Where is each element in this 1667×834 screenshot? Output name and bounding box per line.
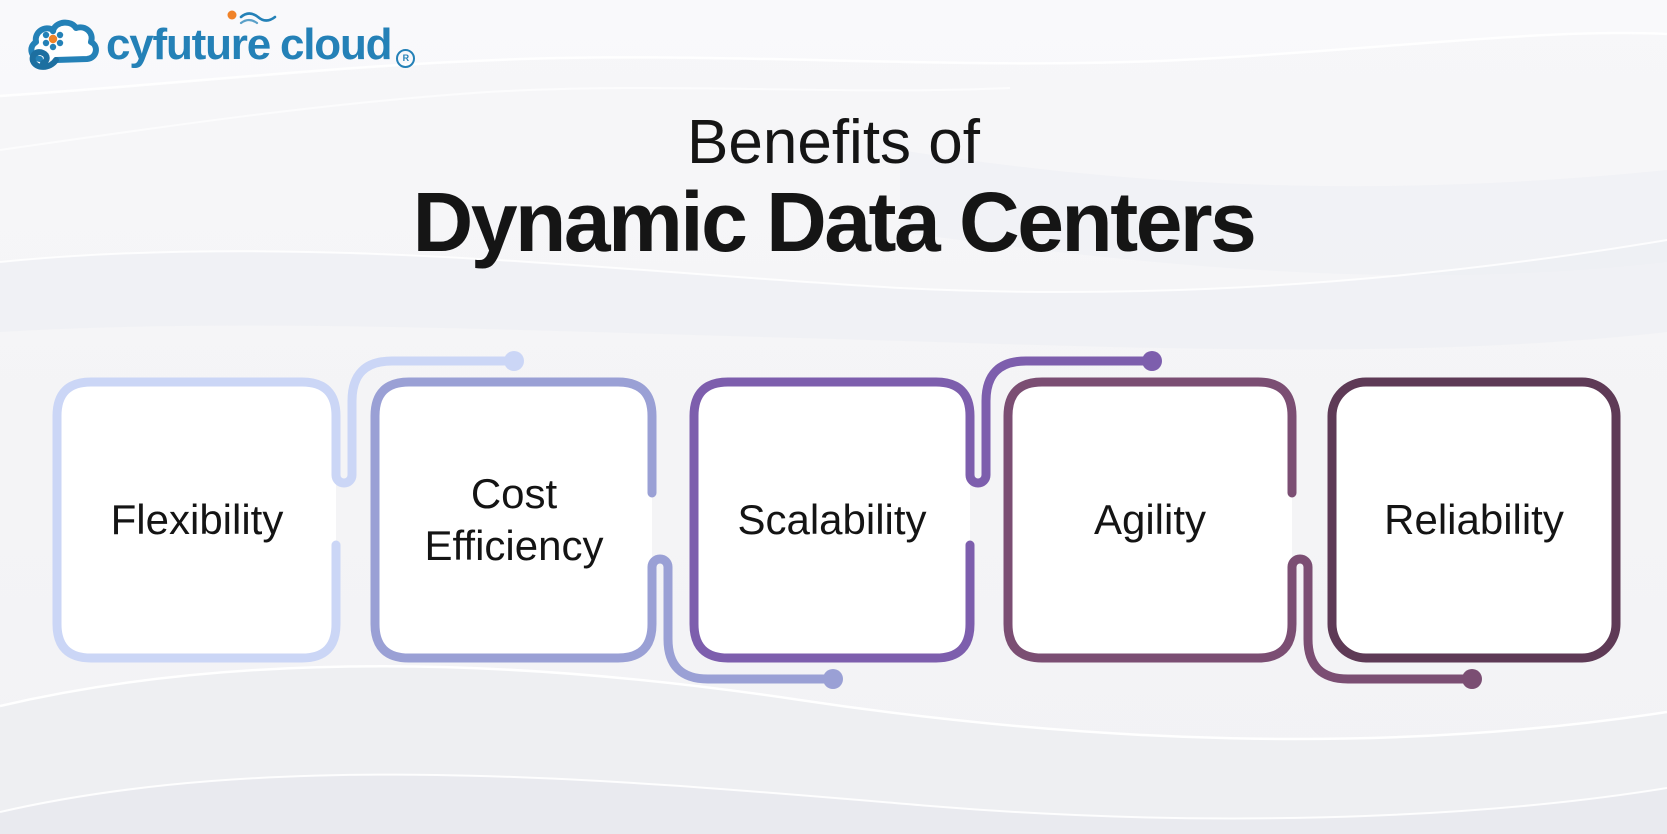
wave-ridge — [0, 773, 1667, 820]
brand-logo: cyfuture cloud R — [26, 10, 416, 74]
brand-name-first-text: cyfuture — [106, 20, 271, 69]
wave-ridge — [0, 239, 1667, 294]
benefit-label-scalability: Scalability — [737, 495, 927, 543]
wave-shape — [900, 150, 1667, 276]
benefit-card-outline-5 — [1327, 377, 1621, 663]
benefit-label-flexibility: Flexibility — [110, 495, 284, 543]
brand-name-second: cloud — [280, 20, 393, 69]
wave-ridge — [0, 665, 1667, 741]
bloom-center-dot — [48, 34, 58, 44]
connector-dot-2 — [823, 669, 843, 689]
connector-dot-3 — [1142, 351, 1162, 371]
benefit-card-outline-3 — [689, 356, 1149, 663]
page-title-line2: Dynamic Data Centers — [412, 175, 1257, 269]
benefit-card-1 — [57, 382, 336, 658]
benefit-label-agility: Agility — [1093, 495, 1207, 543]
cloud-bloom-dots — [42, 27, 64, 51]
benefit-label-reliability: Reliability — [1384, 495, 1564, 543]
registered-trademark-icon: R — [396, 49, 416, 68]
brand-accent-icon — [227, 10, 277, 25]
wave-ridge — [0, 31, 1667, 98]
page-title-line1: Benefits of — [687, 108, 980, 177]
cloud-outline — [28, 19, 99, 63]
wave-ridge — [0, 87, 1011, 151]
cloud-swirl — [29, 49, 59, 70]
cloud-logo-icon — [28, 19, 99, 70]
benefit-card-outline-4 — [1003, 377, 1469, 684]
wave-shape — [0, 240, 1667, 350]
benefit-label-cost-efficiency: Cost Efficiency — [424, 469, 604, 570]
benefit-card-5 — [1332, 382, 1616, 658]
benefit-card-outline-1 — [52, 356, 510, 663]
brand-name-first: cyfuture — [106, 10, 277, 69]
benefit-card-3 — [694, 382, 970, 658]
connector-dot-1 — [504, 351, 524, 371]
benefit-card-2 — [375, 382, 652, 658]
connector-dot-4 — [1462, 669, 1482, 689]
benefit-card-4 — [1008, 382, 1292, 658]
brand-wordmark: cyfuture cloud R — [106, 10, 416, 69]
benefit-card-outline-2 — [370, 377, 830, 684]
wave-shape — [0, 0, 1667, 96]
